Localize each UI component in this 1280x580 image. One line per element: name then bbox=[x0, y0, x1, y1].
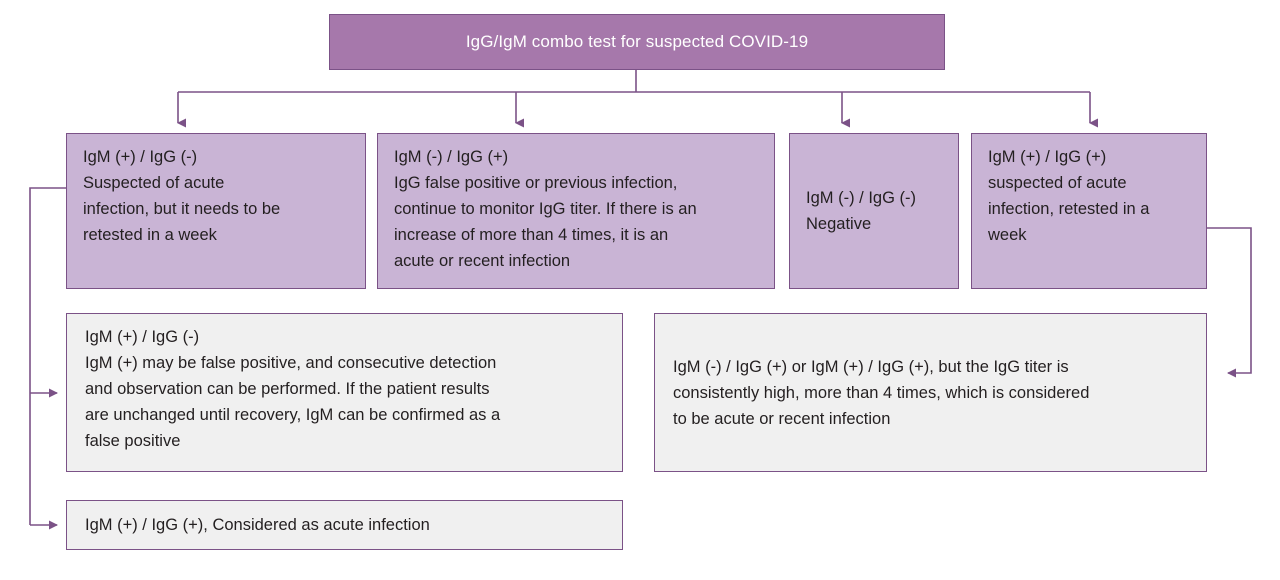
followup-box-igm-false-positive[interactable]: IgM (+) / IgG (-) IgM (+) may be false p… bbox=[66, 313, 623, 472]
result-box-igm-neg-igg-pos[interactable]: IgM (-) / IgG (+) IgG false positive or … bbox=[377, 133, 775, 289]
result-box-label: IgM (+) / IgG (+) suspected of acute inf… bbox=[988, 148, 1150, 244]
result-box-label: IgM (-) / IgG (+) IgG false positive or … bbox=[394, 148, 697, 270]
followup-box-igm-pos-igg-pos-acute[interactable]: IgM (+) / IgG (+), Considered as acute i… bbox=[66, 500, 623, 550]
result-box-igm-pos-igg-pos[interactable]: IgM (+) / IgG (+) suspected of acute inf… bbox=[971, 133, 1207, 289]
result-box-igm-neg-igg-neg[interactable]: IgM (-) / IgG (-) Negative bbox=[789, 133, 959, 289]
followup-box-label: IgM (-) / IgG (+) or IgM (+) / IgG (+), … bbox=[673, 357, 1090, 428]
connector-left-trunk bbox=[29, 187, 66, 525]
followup-box-label: IgM (+) / IgG (+), Considered as acute i… bbox=[85, 516, 430, 534]
result-box-igm-pos-igg-neg[interactable]: IgM (+) / IgG (-) Suspected of acute inf… bbox=[66, 133, 366, 289]
result-box-label: IgM (-) / IgG (-) Negative bbox=[806, 189, 916, 233]
followup-box-igg-titer-high[interactable]: IgM (-) / IgG (+) or IgM (+) / IgG (+), … bbox=[654, 313, 1207, 472]
connector-right-route bbox=[1207, 227, 1252, 378]
followup-box-label: IgM (+) / IgG (-) IgM (+) may be false p… bbox=[85, 328, 501, 450]
title-box-label: IgG/IgM combo test for suspected COVID-1… bbox=[465, 32, 809, 51]
title-box[interactable]: IgG/IgM combo test for suspected COVID-1… bbox=[329, 14, 945, 70]
result-box-label: IgM (+) / IgG (-) Suspected of acute inf… bbox=[83, 148, 281, 244]
